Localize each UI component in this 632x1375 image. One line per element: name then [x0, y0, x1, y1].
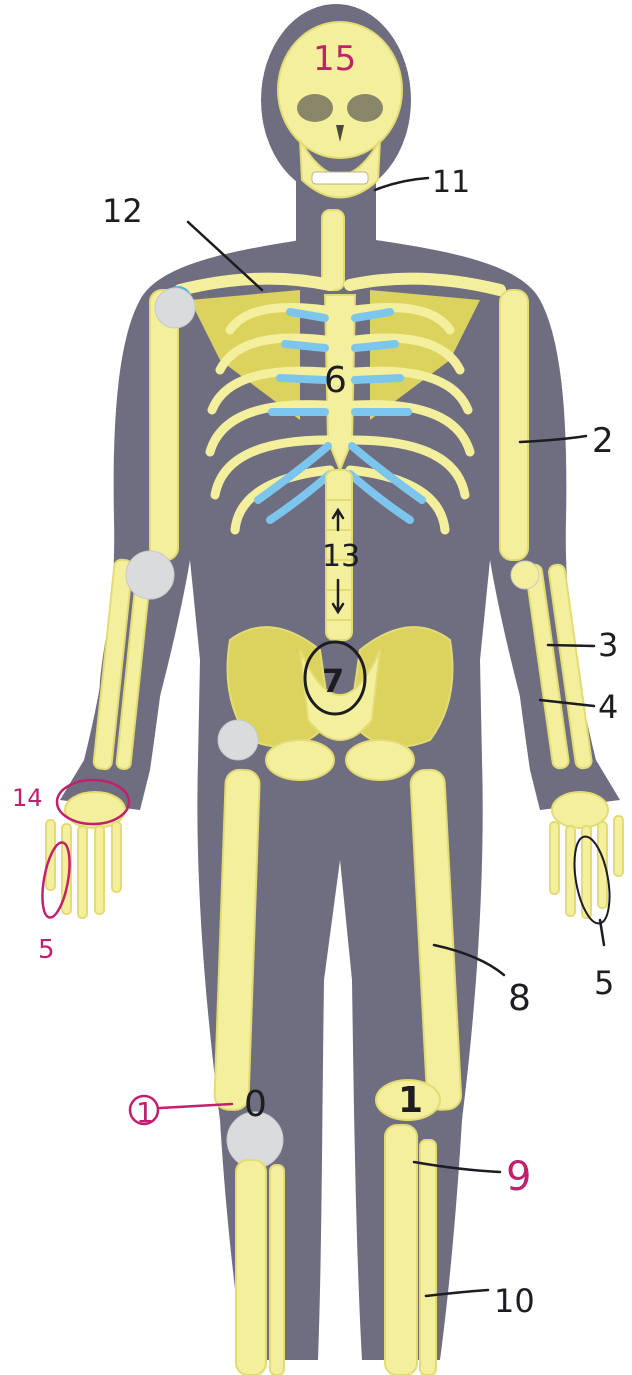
label-10: 10 — [494, 1282, 535, 1320]
label-5-right: 5 — [594, 964, 614, 1002]
label-5-left: 5 — [38, 935, 55, 965]
humerus-left — [150, 290, 178, 560]
label-3: 3 — [598, 626, 618, 664]
fibula-left — [270, 1165, 284, 1375]
label-12: 12 — [102, 192, 143, 230]
label-8: 8 — [508, 978, 531, 1019]
fibula-right — [420, 1140, 436, 1375]
label-4: 4 — [598, 688, 618, 726]
humerus-right — [500, 290, 528, 560]
leader-5-right — [600, 920, 604, 945]
label-14: 14 — [12, 784, 43, 812]
tibia-left — [236, 1160, 266, 1375]
label-1-magenta: 1 — [136, 1096, 154, 1129]
label-6: 6 — [324, 360, 347, 401]
eye-socket-right — [347, 94, 383, 122]
tibia-right — [385, 1125, 417, 1375]
leader-11 — [375, 178, 428, 190]
label-15: 15 — [313, 39, 356, 79]
leader-3 — [548, 645, 594, 646]
label-13: 13 — [322, 539, 360, 574]
label-11: 11 — [432, 165, 470, 200]
label-7: 7 — [322, 662, 344, 700]
label-0: 0 — [244, 1084, 267, 1125]
label-2: 2 — [592, 421, 614, 461]
eye-socket-left — [297, 94, 333, 122]
teeth — [312, 172, 368, 184]
label-9: 9 — [506, 1154, 531, 1200]
label-1: 1 — [398, 1080, 423, 1121]
